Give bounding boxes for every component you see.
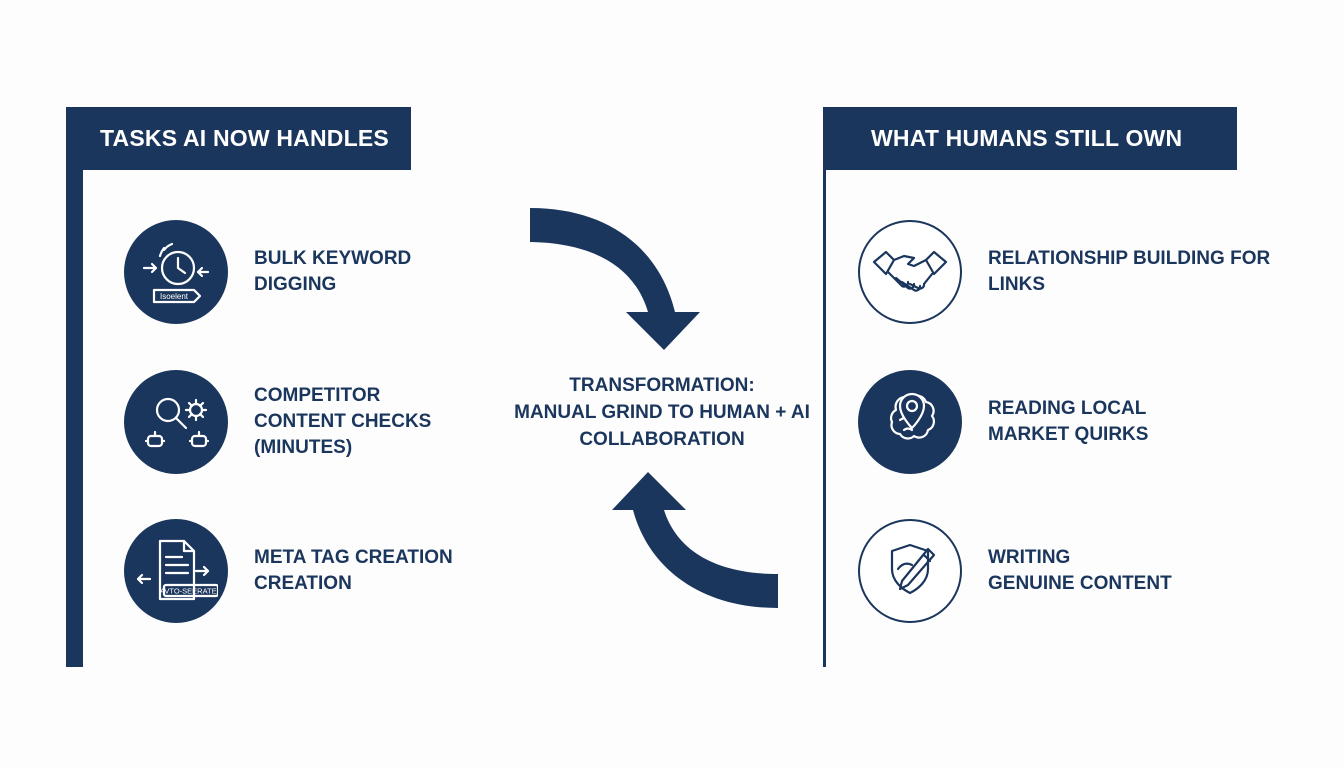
meta-badge-text: AVTO-SEERATED <box>160 587 218 596</box>
right-item-writing: WRITING GENUINE CONTENT <box>858 519 1273 623</box>
left-item-competitor: COMPETITOR CONTENT CHECKS (MINUTES) <box>124 370 539 474</box>
right-item-local-market: READING LOCAL MARKET QUIRKS <box>858 370 1273 474</box>
right-item-label: READING LOCAL MARKET QUIRKS <box>988 398 1149 445</box>
right-item-label: WRITING GENUINE CONTENT <box>988 547 1172 594</box>
left-panel-bar <box>66 107 83 667</box>
location-brain-icon <box>858 370 962 474</box>
right-panel-title: WHAT HUMANS STILL OWN <box>823 107 1237 170</box>
left-item-label: META TAG CREATION CREATION <box>254 547 453 594</box>
handshake-icon <box>858 220 962 324</box>
bottom-curved-arrow-icon <box>612 472 778 608</box>
left-item-keyword: Isoelent BULK KEYWORD DIGGING <box>124 220 539 324</box>
search-gear-robots-icon <box>124 370 228 474</box>
left-item-label: COMPETITOR CONTENT CHECKS (MINUTES) <box>254 385 432 458</box>
left-panel-title: TASKS AI NOW HANDLES <box>66 107 411 170</box>
pen-shield-icon <box>858 519 962 623</box>
left-item-label: BULK KEYWORD DIGGING <box>254 248 412 295</box>
right-item-label: RELATIONSHIP BUILDING FOR LINKS <box>988 248 1271 295</box>
right-panel-bar <box>823 107 826 667</box>
right-item-relationship: RELATIONSHIP BUILDING FOR LINKS <box>858 220 1273 324</box>
document-auto-icon: AVTO-SEERATED <box>124 519 228 623</box>
top-curved-arrow-icon <box>530 208 700 350</box>
transformation-caption: TRANSFORMATION: MANUAL GRIND TO HUMAN + … <box>514 375 810 450</box>
keyword-badge-text: Isoelent <box>160 292 189 301</box>
left-item-meta-tag: AVTO-SEERATED META TAG CREATION CREATION <box>124 519 539 623</box>
clock-arrows-icon: Isoelent <box>124 220 228 324</box>
